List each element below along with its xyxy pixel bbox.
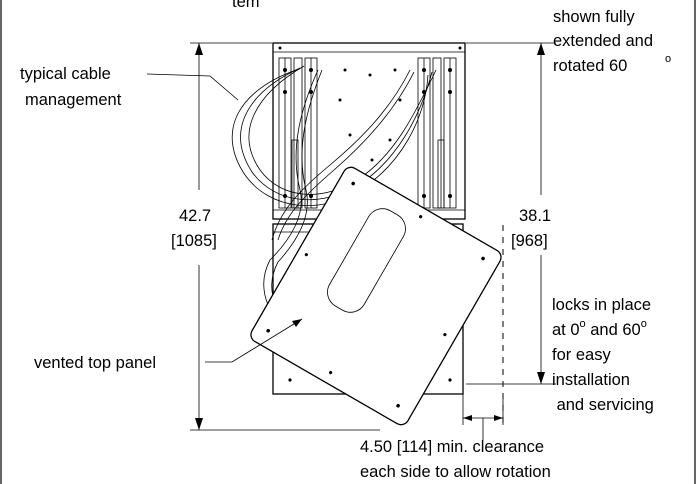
dimension-clearance	[462, 394, 504, 440]
cable-label-line1: typical cable	[20, 65, 111, 83]
clearance-label-line2: each side to allow rotation	[360, 463, 551, 481]
clearance-label-line1: 4.50 [114] min. clearance	[360, 438, 544, 456]
total-height-mm: [1085]	[171, 232, 217, 250]
vented-top-panel	[250, 166, 502, 426]
extended-height-value: 38.1	[519, 207, 551, 225]
dimension-total-height	[190, 42, 380, 431]
shown-label-line3: rotated 60	[553, 57, 627, 75]
locks-label-line5: and servicing	[552, 396, 654, 414]
top-fragment-label: tem	[232, 0, 260, 11]
total-height-value: 42.7	[179, 207, 211, 225]
dimension-extended-height	[466, 42, 556, 385]
shown-label-line2: extended and	[553, 32, 653, 50]
shown-label-degree: o	[665, 53, 671, 65]
locks-label-line2: at 0o and 60o	[552, 318, 647, 339]
locks-label-line1: locks in place	[552, 296, 651, 314]
vented-panel-label: vented top panel	[34, 354, 156, 372]
shown-label-line1: shown fully	[553, 8, 635, 26]
locks-label-line3: for easy	[552, 346, 611, 364]
locks-label-line4: installation	[552, 371, 630, 389]
cable-label-line2: management	[25, 91, 122, 109]
cable-bundle	[146, 65, 437, 306]
extended-height-mm: [968]	[511, 232, 548, 250]
